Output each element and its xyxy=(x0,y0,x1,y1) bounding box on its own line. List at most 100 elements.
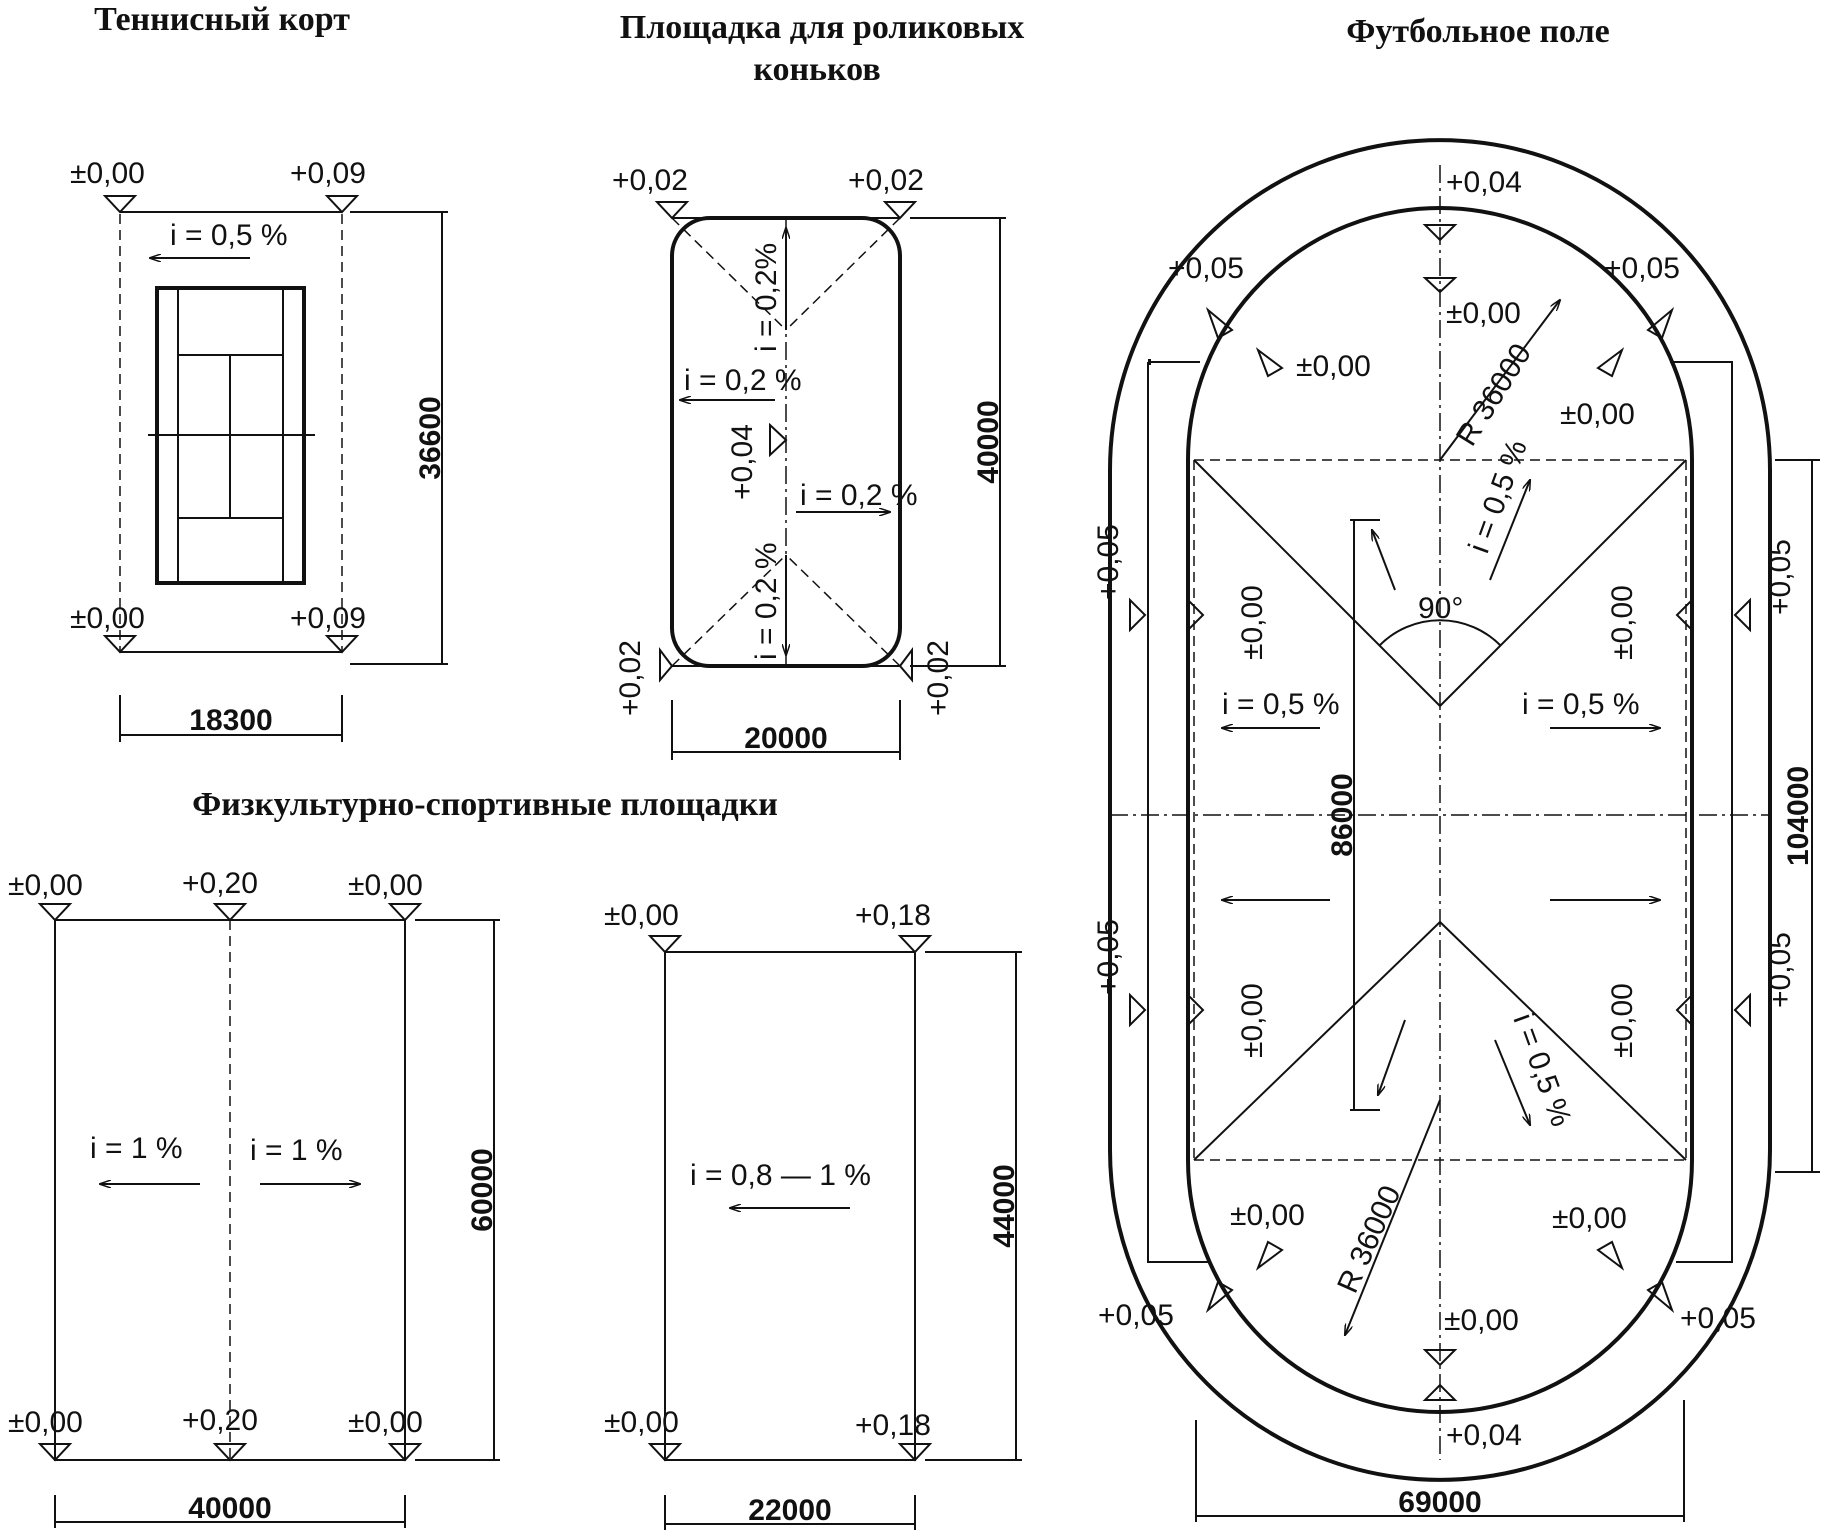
sports-b-elev-tr: +0,18 xyxy=(855,899,931,932)
roller-elev-tl: +0,02 xyxy=(612,164,688,197)
football-elev-bl-inner: ±0,00 xyxy=(1230,1199,1305,1232)
football-elev-tl-inner: ±0,00 xyxy=(1296,350,1371,383)
roller-slope-right: i = 0,2 % xyxy=(800,479,918,512)
football-elev-top: +0,04 xyxy=(1446,166,1522,199)
elevation-marker-icon xyxy=(1733,597,1751,633)
elevation-marker-icon xyxy=(1255,347,1284,378)
sports-a-elev-tm: +0,20 xyxy=(182,867,258,900)
elevation-marker-icon xyxy=(1422,277,1458,294)
football-elev-left-inner-top: ±0,00 xyxy=(1236,585,1269,660)
elevation-marker-icon xyxy=(387,1443,423,1462)
roller-slope-top: i = 0,2% xyxy=(750,243,783,352)
football-elev-right-inner-top: ±0,00 xyxy=(1606,585,1639,660)
slope-arrow-icon xyxy=(1494,1039,1530,1125)
tennis-elev-br: +0,09 xyxy=(290,602,366,635)
roller-slope-left: i = 0,2 % xyxy=(684,364,802,397)
elevation-marker-icon xyxy=(1675,992,1693,1028)
football-elev-bottom: +0,04 xyxy=(1446,1419,1522,1452)
football-elev-tr-outer: +0,05 xyxy=(1604,252,1680,285)
football-elev-bottom-inner: ±0,00 xyxy=(1444,1304,1519,1337)
football-dim-inner: 86000 xyxy=(1326,773,1359,856)
sports-a-slope-right: i = 1 % xyxy=(250,1134,343,1167)
elevation-marker-icon xyxy=(1646,1280,1675,1314)
elevation-marker-icon xyxy=(1733,992,1751,1028)
slope-arrow-icon xyxy=(1378,1019,1406,1095)
football-elev-br-outer: +0,05 xyxy=(1680,1302,1756,1335)
title-tennis: Теннисный корт xyxy=(94,1,350,38)
football-field-plan: 86000 R 36000 R 36000 90° i = 0,5 % i = … xyxy=(1092,138,1820,1522)
title-sports-grounds: Физкультурно-спортивные площадки xyxy=(192,786,778,823)
football-slope-left: i = 0,5 % xyxy=(1222,688,1340,721)
elevation-marker-icon xyxy=(1596,347,1625,378)
sports-b-elev-tl: ±0,00 xyxy=(604,899,679,932)
elevation-marker-icon xyxy=(1187,992,1205,1028)
slope-arrow-icon xyxy=(1489,480,1530,581)
roller-rink-plan: +0,02 +0,02 +0,02 +0,02 +0,04 i = 0,2% i… xyxy=(612,164,1006,760)
elevation-marker-icon xyxy=(1675,597,1693,633)
elevation-marker-icon xyxy=(1255,1240,1284,1271)
football-radius-top: R 36000 xyxy=(1450,338,1538,452)
elevation-marker-icon xyxy=(1596,1240,1625,1271)
elevation-marker-icon xyxy=(769,422,788,458)
roller-dim-width: 20000 xyxy=(744,722,827,755)
elevation-marker-icon xyxy=(324,195,360,214)
elevation-marker-icon xyxy=(212,1443,248,1462)
tennis-elev-bl: ±0,00 xyxy=(70,602,145,635)
football-elev-right-inner-bottom: ±0,00 xyxy=(1606,983,1639,1058)
elevation-marker-icon xyxy=(897,1443,933,1462)
title-football: Футбольное поле xyxy=(1346,13,1610,50)
roller-elev-center: +0,04 xyxy=(726,424,759,500)
football-slope-bottom: i = 0,5 % xyxy=(1506,1009,1577,1131)
roller-elev-bl: +0,02 xyxy=(614,640,647,716)
tennis-slope: i = 0,5 % xyxy=(170,219,288,252)
sports-a-elev-bm: +0,20 xyxy=(182,1404,258,1437)
roller-slope-bottom: i = 0,2 % xyxy=(750,542,783,660)
sports-b-dim-height: 44000 xyxy=(988,1164,1021,1247)
sports-ground-a-plan: ±0,00 +0,20 ±0,00 ±0,00 +0,20 ±0,00 i = … xyxy=(8,867,500,1528)
roller-dim-height: 40000 xyxy=(972,400,1005,483)
football-elev-tl-outer: +0,05 xyxy=(1168,252,1244,285)
football-elev-left-bottom: +0,05 xyxy=(1092,919,1125,995)
football-elev-left-top: +0,05 xyxy=(1092,524,1125,600)
elevation-marker-icon xyxy=(659,647,674,683)
sports-b-slope: i = 0,8 — 1 % xyxy=(690,1159,871,1192)
sports-a-elev-br: ±0,00 xyxy=(348,1406,423,1439)
elevation-marker-icon xyxy=(1422,224,1458,242)
football-elev-bl-outer: +0,05 xyxy=(1098,1299,1174,1332)
elevation-marker-icon xyxy=(1422,1349,1458,1367)
sports-a-elev-tr: ±0,00 xyxy=(348,869,423,902)
elevation-marker-icon xyxy=(647,1443,683,1462)
elevation-marker-icon xyxy=(102,195,138,214)
sports-b-dim-width: 22000 xyxy=(748,1494,831,1527)
elevation-marker-icon xyxy=(1187,597,1205,633)
elevation-marker-icon xyxy=(1129,597,1147,633)
sports-a-slope-left: i = 1 % xyxy=(90,1132,183,1165)
title-roller-line1: Площадка для роликовых xyxy=(620,9,1025,46)
tennis-dim-width: 18300 xyxy=(189,704,272,737)
elevation-marker-icon xyxy=(1422,1383,1458,1401)
tennis-elev-tl: ±0,00 xyxy=(70,157,145,190)
tennis-dim-height: 36600 xyxy=(414,396,447,479)
football-elev-tr-inner: ±0,00 xyxy=(1560,398,1635,431)
elevation-marker-icon xyxy=(324,635,360,654)
football-elev-left-inner-bottom: ±0,00 xyxy=(1236,983,1269,1058)
football-elev-right-bottom: +0,05 xyxy=(1764,932,1797,1008)
elevation-marker-icon xyxy=(37,1443,73,1462)
roller-elev-tr: +0,02 xyxy=(848,164,924,197)
elevation-marker-icon xyxy=(1205,306,1234,340)
football-angle: 90° xyxy=(1418,592,1463,625)
sports-a-elev-tl: ±0,00 xyxy=(8,869,83,902)
sports-ground-b-plan: ±0,00 +0,18 ±0,00 +0,18 i = 0,8 — 1 % 44… xyxy=(604,899,1022,1530)
elevation-marker-icon xyxy=(1646,306,1675,340)
elevation-marker-icon xyxy=(1205,1280,1234,1314)
football-slope-right: i = 0,5 % xyxy=(1522,688,1640,721)
sports-b-elev-br: +0,18 xyxy=(855,1409,931,1442)
roller-elev-br: +0,02 xyxy=(922,640,955,716)
elevation-marker-icon xyxy=(647,935,683,954)
tennis-elev-tr: +0,09 xyxy=(290,157,366,190)
football-elev-right-top: +0,05 xyxy=(1764,539,1797,615)
elevation-marker-icon xyxy=(37,903,73,922)
football-elev-top-inner: ±0,00 xyxy=(1446,297,1521,330)
slope-arrow-icon xyxy=(1372,530,1396,591)
